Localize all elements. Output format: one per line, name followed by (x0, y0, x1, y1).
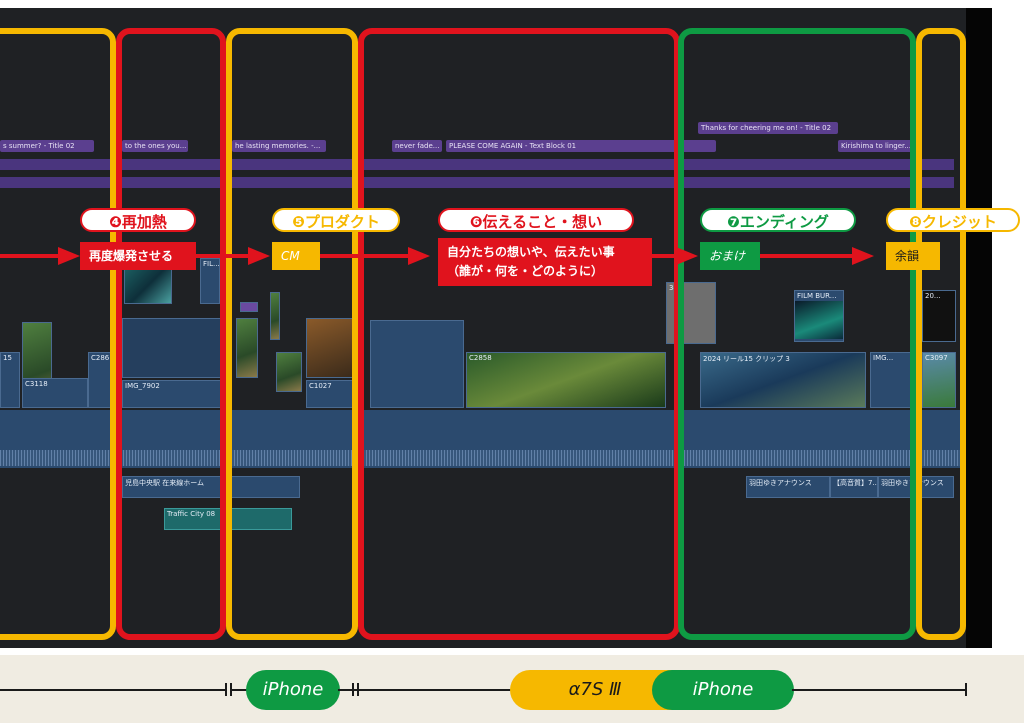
clip-label: C286 (91, 354, 110, 362)
clip-label: C1027 (309, 382, 332, 390)
legend-line (792, 689, 966, 691)
flow-arrow-head (852, 247, 874, 265)
legend-tick (965, 683, 967, 696)
video-clip[interactable] (370, 320, 464, 408)
video-clip[interactable]: IMG_7902 (122, 380, 232, 408)
title-clip[interactable]: Kirishima to linger... (838, 140, 914, 152)
video-clip[interactable] (276, 352, 302, 392)
section-frame-8 (916, 28, 966, 640)
section-box-reheat: 再度爆発させる (80, 242, 196, 270)
flow-arrow-line (196, 254, 250, 258)
video-clip[interactable] (236, 318, 258, 378)
audio-waveform (0, 450, 966, 466)
section-frame-7 (678, 28, 916, 640)
clip-label: FILM BUR... (797, 292, 837, 300)
section-badge-message: ❻伝えること・想い (438, 208, 634, 232)
timeline-area[interactable]: s summer? - Title 02 to the ones you... … (0, 0, 972, 648)
legend-line (230, 689, 250, 691)
legend-tick (225, 683, 227, 696)
video-clip[interactable] (306, 318, 354, 378)
title-clip[interactable]: to the ones you... (122, 140, 188, 152)
flow-arrow-line (760, 254, 854, 258)
clip-label: 児島中央駅 在来線ホーム (125, 479, 205, 487)
video-clip[interactable]: FILM BUR... (794, 290, 844, 342)
audio-clip[interactable]: 【高音質】7... (830, 476, 878, 498)
flow-arrow-head (408, 247, 430, 265)
clip-label: 羽田ゆきアナウンス (749, 479, 812, 487)
title-band[interactable] (0, 159, 954, 170)
title-clip[interactable]: Thanks for cheering me on! - Title 02 (698, 122, 838, 134)
top-margin (0, 0, 1024, 8)
section-box-message: 自分たちの想いや、伝えたい事 （誰が・何を・どのように） (438, 238, 652, 286)
video-clip[interactable]: 20... (922, 290, 956, 342)
page-margin (992, 0, 1024, 655)
video-clip[interactable] (122, 318, 222, 378)
camera-pill-a7s3: α7S Ⅲ (510, 670, 680, 710)
video-clip[interactable] (240, 302, 258, 312)
clip-label: 2024 リール15 クリップ 3 (703, 355, 790, 363)
flow-arrow-head (58, 247, 80, 265)
clip-label: IMG... (873, 354, 894, 362)
section-badge-credits: ❽クレジット (886, 208, 1020, 232)
section-box-line: （誰が・何を・どのように） (447, 264, 604, 278)
video-clip[interactable]: C286 (88, 352, 114, 408)
section-box-line: 自分たちの想いや、伝えたい事 (447, 245, 615, 259)
title-clip[interactable]: never fade... (392, 140, 442, 152)
video-clip[interactable]: C2858 (466, 352, 666, 408)
video-clip[interactable] (270, 292, 280, 340)
clip-label: Traffic City 08 (167, 510, 216, 518)
clip-label: FIL... (203, 260, 220, 268)
clip-label: 15 (3, 354, 12, 362)
section-box-product: CM (272, 242, 320, 270)
section-frame-5 (226, 28, 358, 640)
title-clip[interactable]: he lasting memories. -... (232, 140, 326, 152)
title-band[interactable] (0, 177, 954, 188)
flow-arrow-head (248, 247, 270, 265)
audio-clip[interactable]: 児島中央駅 在来線ホーム (122, 476, 300, 498)
clip-label: 34 (669, 284, 678, 292)
section-frame-4 (116, 28, 226, 640)
section-frame-3 (0, 28, 116, 640)
legend-tick (352, 683, 354, 696)
legend-line (0, 689, 226, 691)
video-clip[interactable]: C3097 (922, 352, 956, 408)
title-clip[interactable]: s summer? - Title 02 (0, 140, 94, 152)
flow-arrow-line (320, 254, 410, 258)
legend-line (358, 689, 518, 691)
video-clip[interactable]: 15 (0, 352, 20, 408)
clip-label: 【高音質】7... (833, 479, 878, 487)
section-badge-ending: ❼エンディング (700, 208, 856, 232)
camera-pill-iphone: iPhone (246, 670, 340, 710)
flow-arrow-line (652, 254, 678, 258)
clip-label: IMG_7902 (125, 382, 160, 390)
section-frame-6 (358, 28, 680, 640)
video-clip[interactable]: C1027 (306, 380, 360, 408)
clip-label: C2858 (469, 354, 492, 362)
section-badge-product: ❺プロダクト (272, 208, 400, 232)
title-clip[interactable]: PLEASE COME AGAIN - Text Block 01 (446, 140, 716, 152)
section-box-credits: 余韻 (886, 242, 940, 270)
timeline-right-edge (966, 8, 992, 648)
flow-arrow-head (676, 247, 698, 265)
section-box-ending: おまけ (700, 242, 760, 270)
clip-label: C3118 (25, 380, 48, 388)
clip-label: 20... (925, 292, 941, 300)
video-clip[interactable]: C3118 (22, 378, 88, 408)
section-badge-reheat: ❹再加熱 (80, 208, 196, 232)
flow-arrow-line (0, 254, 60, 258)
video-clip[interactable]: 2024 リール15 クリップ 3 (700, 352, 866, 408)
video-clip[interactable]: FIL... (200, 258, 220, 304)
camera-pill-iphone: iPhone (652, 670, 794, 710)
legend-line (338, 689, 358, 691)
audio-clip[interactable]: 羽田ゆきアナウンス (746, 476, 830, 498)
clip-label: C3097 (925, 354, 948, 362)
